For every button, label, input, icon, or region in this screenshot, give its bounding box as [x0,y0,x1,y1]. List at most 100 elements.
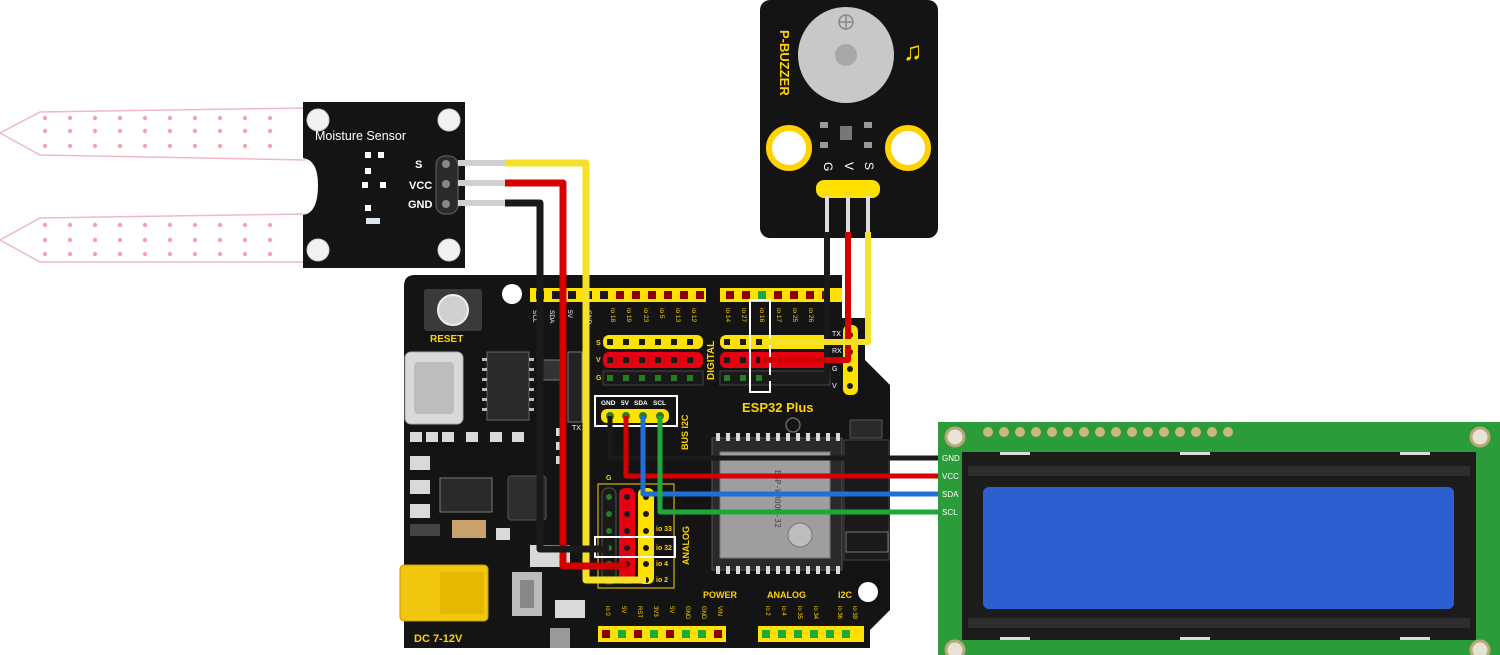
buzzer-header [816,180,880,198]
sensor-title: Moisture Sensor [315,129,406,143]
io16-highlight [749,299,771,393]
i2c-header-label: SDA [634,400,648,407]
reset-label: RESET [430,334,463,345]
digital-pin-label: io 12 [690,308,697,322]
board-name: ESP32 Plus [742,400,814,415]
mount-hole [944,426,966,448]
analog-bottom-label: io 34 [812,606,818,620]
digital-pin-label: io 26 [807,308,814,322]
digital-pin-label: io 14 [724,308,731,322]
module-text: ESP-WROOM-32 [773,470,782,528]
mount-hole [944,639,966,655]
top-header-label: 5V [566,310,573,319]
digital-g-row [602,370,704,386]
lcd-pin-gnd: GND [942,454,960,463]
bottom-section-label: POWER [703,590,738,600]
i2c-highlight [594,395,678,427]
analog-pin-label: io 32 [656,545,672,552]
uart-label: RX [832,348,842,355]
analog-bottom-label: io 35 [796,606,802,620]
i2c-header-label: SCL [653,400,666,407]
digital-pin-label: io 19 [625,308,632,322]
wire-lcd-vcc [623,416,938,479]
digital-pin-label: io 17 [775,308,782,322]
analog-pin-label: io 33 [656,526,672,533]
i2c-bottom-label: io 39 [851,606,857,620]
bottom-section-label: ANALOG [767,590,806,600]
lcd-pin-scl: SCL [942,508,958,517]
mount-hole [858,582,878,602]
buzzer-pin-s: S [862,162,876,170]
module-shield [719,451,831,559]
buzzer-pin-g: G [821,162,835,171]
digital-pin-label: io 5 [658,308,665,319]
esp32-board: RESET DC 7-12V [399,275,890,648]
wire-sensor-signal [505,159,646,584]
i2c-bottom-label: io 36 [836,606,842,620]
row-label-g: G [596,375,602,382]
power-pin-label: RST [636,606,642,618]
wire-buzzer-vcc [760,232,851,363]
sensor-pin-s: S [415,159,422,171]
analog-bottom-label: io 2 [764,606,770,616]
analog-pin-label: io 4 [656,561,668,568]
moisture-sensor: Moisture Sensor S VCC GND [0,102,465,268]
analog-label: ANALOG [681,526,691,565]
digital-pin-label: io 23 [642,308,649,322]
bus-i2c-label: BUS I2C [680,414,690,450]
mount-hole [502,284,522,304]
lcd-pin-vcc: VCC [942,472,959,481]
mount-hole [306,108,330,132]
wire-sensor-gnd [505,199,609,553]
power-pin-label: GND [700,606,706,620]
uart-label: V [832,383,837,390]
mount-hole [1469,426,1491,448]
power-pin-label: VIN [716,606,722,616]
analog-bottom-label: io 4 [780,606,786,616]
mount-hole [885,125,931,171]
digital-pin-label: io 18 [609,308,616,322]
music-note-icon: ♫ [903,36,923,66]
digital-s-row [603,335,703,349]
analog-pin-label: io 2 [656,577,668,584]
row-label-v: V [596,357,601,364]
lcd-top-pads [983,427,1233,437]
regulator-chip [439,477,493,513]
sensor-prong-dots [42,115,273,257]
lcd-module: GND VCC SDA SCL [938,422,1500,655]
power-pin-label: io 0 [604,606,610,616]
mount-hole [437,238,461,262]
mount-hole [306,238,330,262]
wire-lcd-sda [640,416,938,497]
mount-hole [1469,639,1491,655]
digital-pin-label: io 16 [758,308,765,322]
side-label: TX [572,425,581,432]
wire-lcd-gnd [607,416,938,461]
wire-buzzer-gnd [766,232,830,381]
power-pin-label: GND [684,606,690,620]
power-pin-label: 3V3 [652,606,658,617]
digital-pin-label: io 27 [740,308,747,322]
uart-label: G [832,366,837,373]
buzzer-module: P-BUZZER ♫ G V S [760,0,938,238]
uart-label: TX [832,331,841,338]
sensor-pin-gnd: GND [408,199,433,211]
bottom-section-label: I2C [838,590,853,600]
i2c-header-label: 5V [621,400,630,407]
row-label-s: S [596,340,601,347]
usb-chip [486,351,530,421]
i2c-header-label: GND [601,400,616,407]
mount-hole [437,108,461,132]
power-pin-label: 5V [668,606,674,613]
wire-sensor-vcc [505,179,627,570]
wire-buzzer-signal [763,232,871,345]
digital-pin-label: io 13 [674,308,681,322]
wire-lcd-scl [657,416,938,515]
digital-v-row [603,352,703,368]
analog-g-label: G [606,475,612,482]
top-header-label: SCL [531,310,538,323]
sensor-pin-vcc: VCC [409,180,432,192]
digital-label: DIGITAL [706,341,717,380]
buzzer-pin-v: V [842,162,856,170]
